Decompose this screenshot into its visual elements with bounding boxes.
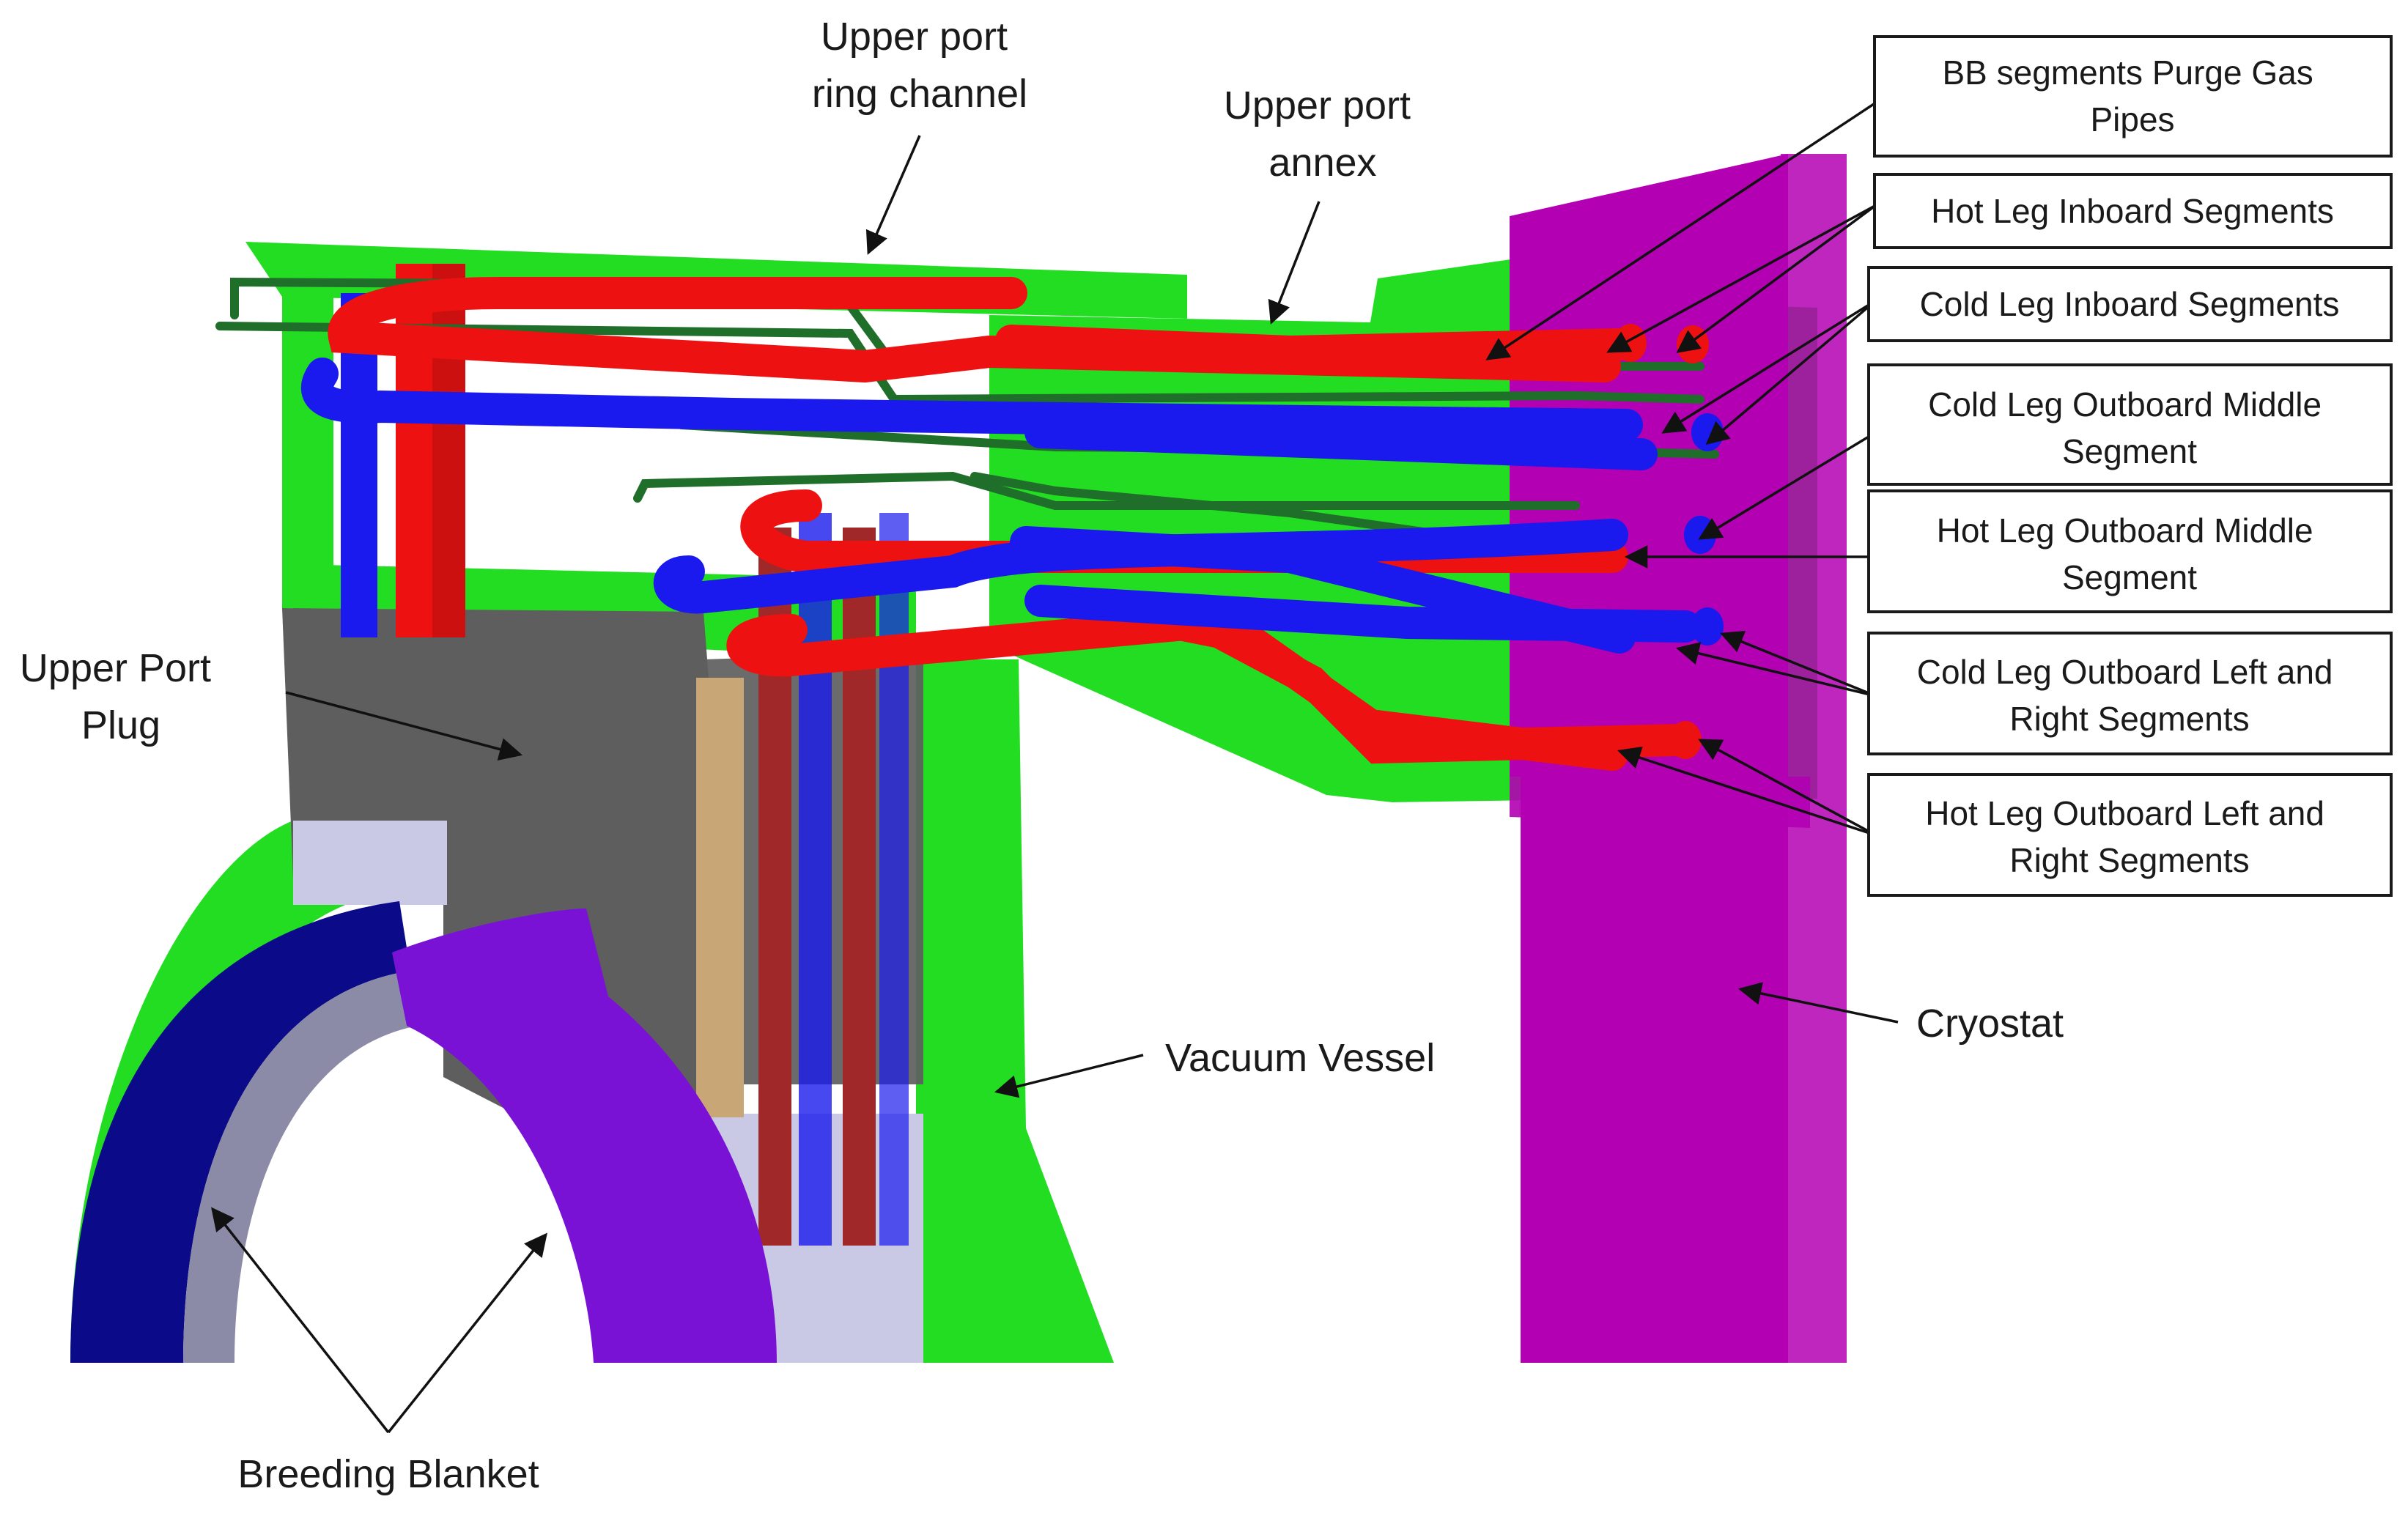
- annotation-arrows: [211, 101, 1899, 1434]
- callout-boxes: BB segments Purge Gas Pipes Hot Leg Inbo…: [1867, 35, 2393, 897]
- box-hot-leg-inboard: Hot Leg Inboard Segments: [1873, 173, 2393, 249]
- box-hot-leg-outboard-lr: Hot Leg Outboard Left and Right Segments: [1867, 773, 2393, 897]
- svg-text:Hot Leg Outboard Left and: Hot Leg Outboard Left and Right Segments: [1925, 794, 2334, 879]
- label-cryostat: Cryostat: [1916, 1002, 2064, 1046]
- label-upper-port-ring-channel: Upper port ring channel: [812, 15, 1027, 116]
- manifold-strip: [696, 678, 744, 1117]
- box-cold-leg-outboard-lr: Cold Leg Outboard Left and Right Segment…: [1867, 632, 2393, 755]
- hot-leg-pipes: [328, 277, 1694, 771]
- svg-text:Cold Leg Outboard Middle: Cold Leg Outboard Middle Segment: [1928, 385, 2331, 470]
- svg-text:Cold Leg Inboard Segments: Cold Leg Inboard Segments: [1920, 285, 2340, 323]
- svg-text:Hot Leg Inboard Segments: Hot Leg Inboard Segments: [1931, 192, 2334, 230]
- label-vacuum-vessel: Vacuum Vessel: [1165, 1036, 1435, 1080]
- cold-leg-pipes: [300, 358, 1702, 654]
- label-breeding-blanket: Breeding Blanket: [237, 1452, 539, 1496]
- box-cold-leg-inboard: Cold Leg Inboard Segments: [1867, 266, 2393, 342]
- svg-text:Cold Leg Outboard Left and: Cold Leg Outboard Left and Right Segment…: [1917, 653, 2343, 738]
- svg-text:BB segments Purge Gas: BB segments Purge Gas Pipes: [1942, 53, 2322, 138]
- free-labels: Upper port ring channel Upper port annex…: [20, 15, 2064, 1496]
- box-cold-leg-outboard-middle: Cold Leg Outboard Middle Segment: [1867, 363, 2393, 486]
- box-hot-leg-outboard-middle: Hot Leg Outboard Middle Segment: [1867, 489, 2393, 613]
- label-upper-port-plug: Upper Port Plug: [20, 646, 222, 747]
- label-upper-port-annex: Upper port annex: [1224, 84, 1422, 185]
- breeding-blanket: [70, 901, 777, 1363]
- svg-text:Hot Leg Outboard Middle: Hot Leg Outboard Middle Segment: [1937, 511, 2323, 596]
- box-bb-purge-gas-pipes: BB segments Purge Gas Pipes: [1873, 35, 2393, 158]
